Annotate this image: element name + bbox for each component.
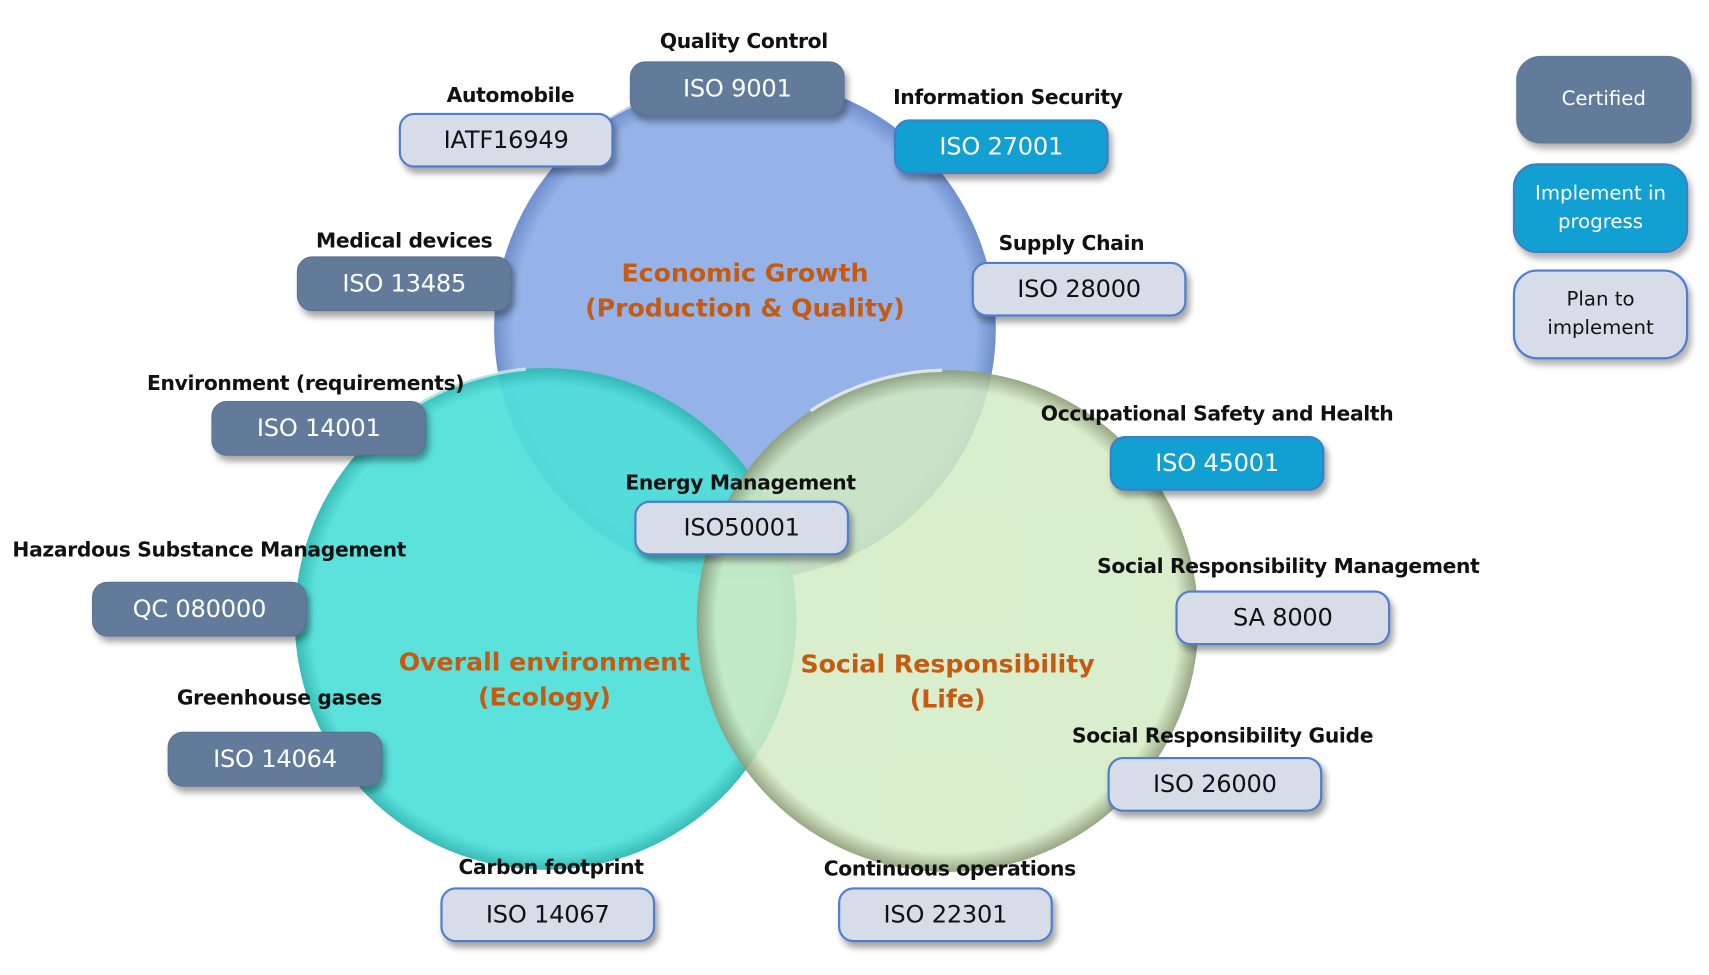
social-responsibility-title: Social Responsibility (Life) xyxy=(800,647,1094,717)
environment-title-line1: Overall environment xyxy=(398,648,691,678)
standard-caption: Quality Control xyxy=(659,30,828,54)
standard-caption: Energy Management xyxy=(625,472,856,496)
standard-badge-sa-8000: SA 8000 xyxy=(1175,590,1391,646)
standard-badge-iso-45001: ISO 45001 xyxy=(1109,436,1325,491)
environment-highlight xyxy=(415,367,526,407)
environment-title: Overall environment (Ecology) xyxy=(399,645,691,715)
environment-circle xyxy=(294,368,797,870)
standard-badge-iso-26000: ISO 26000 xyxy=(1107,756,1323,812)
standard-caption: Carbon footprint xyxy=(458,856,644,880)
standard-caption: Social Responsibility Guide xyxy=(1072,725,1374,749)
legend-certified: Certified xyxy=(1516,55,1692,144)
standard-caption: Medical devices xyxy=(316,230,493,254)
standard-badge-iso-13485: ISO 13485 xyxy=(296,256,512,312)
standard-badge-iatf16949: IATF16949 xyxy=(398,112,614,168)
economic-title-line1: Economic Growth xyxy=(621,259,869,289)
standard-caption: Automobile xyxy=(446,84,575,108)
standard-badge-iso-9001: ISO 9001 xyxy=(629,61,845,117)
social-highlight xyxy=(809,368,943,413)
standard-badge-qc-080000: QC 080000 xyxy=(92,581,307,637)
social-title-line1: Social Responsibility xyxy=(800,650,1095,680)
standard-caption: Occupational Safety and Health xyxy=(1040,403,1394,427)
environment-title-line2: (Ecology) xyxy=(478,683,611,713)
standard-caption: Environment (requirements) xyxy=(147,372,465,396)
legend-plan-to-implement-label: Plan to implement xyxy=(1547,288,1654,340)
standard-caption: Greenhouse gases xyxy=(176,686,382,710)
standard-caption: Supply Chain xyxy=(998,232,1145,256)
standard-badge-iso-14064: ISO 14064 xyxy=(167,731,383,787)
standard-caption: Hazardous Substance Management xyxy=(12,538,407,562)
social-title-line2: (Life) xyxy=(909,685,986,715)
standard-badge-iso-27001: ISO 27001 xyxy=(893,119,1109,175)
legend-plan-to-implement: Plan to implement xyxy=(1512,269,1689,360)
legend-implement-in-progress-label: Implement in progress xyxy=(1535,181,1667,234)
legend-implement-in-progress: Implement in progress xyxy=(1512,163,1689,254)
standard-caption: Information Security xyxy=(893,86,1123,110)
standard-badge-iso-14067: ISO 14067 xyxy=(440,887,656,943)
economic-growth-title: Economic Growth (Production & Quality) xyxy=(585,256,905,326)
standard-badge-iso-22301: ISO 22301 xyxy=(838,887,1053,943)
standard-badge-iso-14001: ISO 14001 xyxy=(211,400,427,456)
standard-caption: Social Responsibility Management xyxy=(1097,555,1480,579)
standard-badge-iso-28000: ISO 28000 xyxy=(971,261,1187,317)
social-responsibility-circle xyxy=(696,370,1199,873)
standard-caption: Continuous operations xyxy=(823,857,1077,881)
standard-badge-iso-50001: ISO50001 xyxy=(634,500,850,556)
economic-title-line2: (Production & Quality) xyxy=(585,294,905,324)
